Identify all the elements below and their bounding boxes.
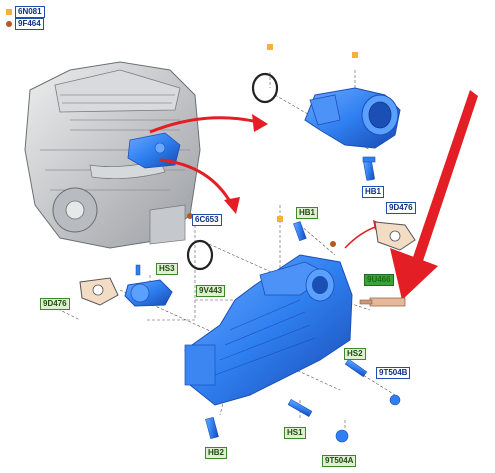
gasket-9d476-left <box>79 277 119 306</box>
temperature-sensor <box>359 297 406 307</box>
bolt-hb2 <box>205 416 219 440</box>
nut-9t504b <box>389 394 401 406</box>
o-ring-upper <box>251 72 279 104</box>
engine-assembly <box>24 61 201 249</box>
stud-hs1 <box>287 398 313 418</box>
marker-dot-lower <box>330 241 336 247</box>
callout-hs1: HS1 <box>284 427 306 439</box>
marker-dot-upper <box>187 213 193 219</box>
red-pointer-arrows <box>149 114 383 249</box>
callout-9t504b: 9T504B <box>376 367 411 379</box>
legend-dot-marker <box>6 21 12 27</box>
callout-highlighted-part: 9U466 <box>364 274 394 286</box>
egr-valve-upper <box>304 87 401 149</box>
egr-cooler-assembly <box>184 254 353 406</box>
callout-9v443: 9V443 <box>196 285 226 297</box>
o-ring-lower <box>186 239 214 271</box>
bolt-hb1-lower <box>293 221 307 242</box>
callout-9d476-right: 9D476 <box>386 202 416 214</box>
bolt-hb1-upper <box>362 156 376 181</box>
marker-square-lower <box>277 216 283 222</box>
legend-code-9f464: 9F464 <box>15 18 44 30</box>
large-red-arrow <box>390 90 478 300</box>
callout-hs3: HS3 <box>156 263 178 275</box>
legend-square-marker <box>6 9 12 15</box>
callout-9d476-left: 9D476 <box>40 298 70 310</box>
gasket-9d476-right <box>374 221 416 251</box>
actuator-9v443 <box>124 279 173 307</box>
callout-hb1-lower: HB1 <box>296 207 319 219</box>
callout-6c653: 6C653 <box>192 214 222 226</box>
callout-hb1-upper: HB1 <box>362 186 385 198</box>
screw-hs3 <box>135 264 141 276</box>
callout-hb2: HB2 <box>205 447 228 459</box>
marker-square-top-left <box>267 44 273 50</box>
stud-hs2 <box>344 358 368 378</box>
callout-9t504a: 9T504A <box>322 455 357 467</box>
legend-code-6n081: 6N081 <box>15 6 45 18</box>
nut-9t504a <box>335 429 349 443</box>
marker-square-top-right <box>352 52 358 58</box>
callout-hs2: HS2 <box>344 348 366 360</box>
